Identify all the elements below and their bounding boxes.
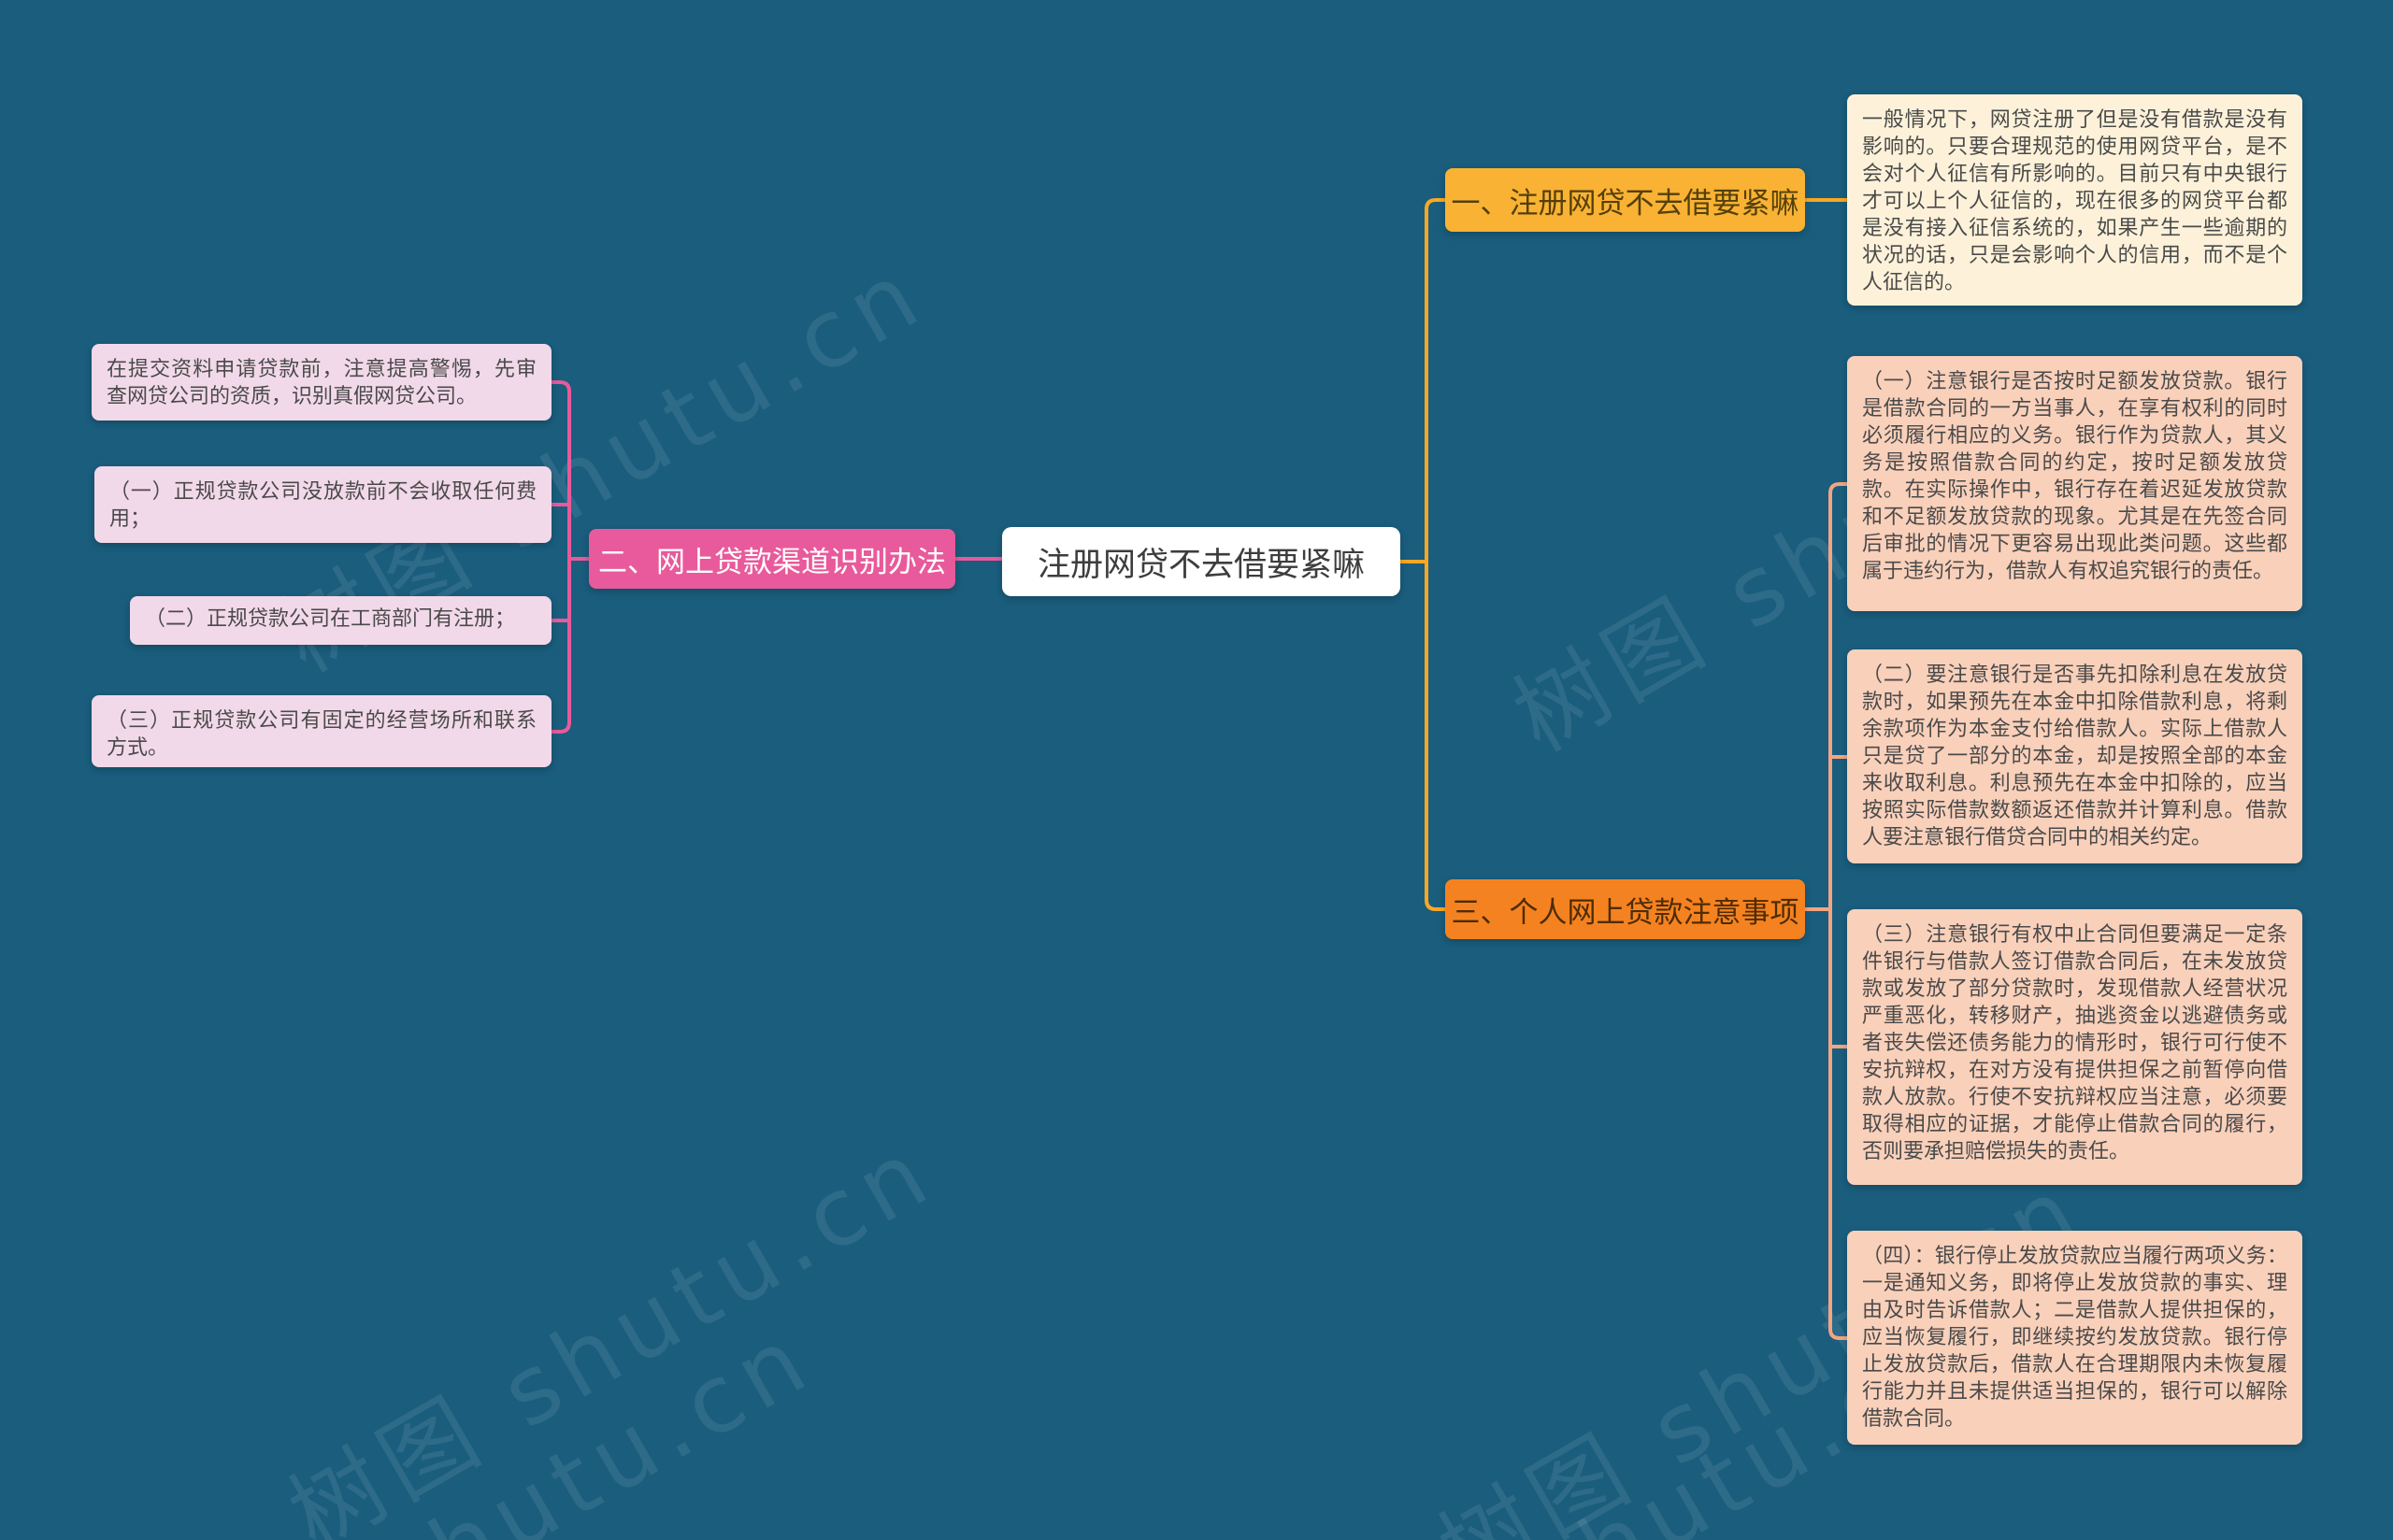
note-precaution-2: （二）要注意银行是否事先扣除利息在发放贷款时，如果预先在本金中扣除借款利息，将剩… xyxy=(1847,649,2302,863)
root-node: 注册网贷不去借要紧嘛 xyxy=(1002,527,1400,596)
connector-branch2-notes xyxy=(551,380,589,734)
note-channel-item-3: （三）正规贷款公司有固定的经营场所和联系方式。 xyxy=(92,695,552,767)
note-precaution-3: （三）注意银行有权中止合同但要满足一定条件银行与借款人签订借款合同后，在未发放贷… xyxy=(1847,909,2302,1185)
branch-node-loan-precautions: 三、个人网上贷款注意事项 xyxy=(1445,879,1805,939)
note-precaution-4: （四）：银行停止发放贷款应当履行两项义务：一是通知义务，即将停止发放贷款的事实、… xyxy=(1847,1231,2302,1445)
connector-branch3-notes xyxy=(1805,482,1847,1340)
note-channel-intro: 在提交资料申请贷款前，注意提高警惕，先审查网贷公司的资质，识别真假网贷公司。 xyxy=(92,344,552,421)
note-channel-item-1: （一）正规贷款公司没放款前不会收取任何费用； xyxy=(94,466,552,543)
note-channel-item-2: （二）正规贷款公司在工商部门有注册； xyxy=(130,596,552,645)
note-precaution-1: （一）注意银行是否按时足额发放贷款。银行是借款合同的一方当事人，在享有权利的同时… xyxy=(1847,356,2302,611)
branch-node-register-impact: 一、注册网贷不去借要紧嘛 xyxy=(1445,168,1805,232)
connector-root-right-trunk xyxy=(1400,198,1445,911)
branch-node-channel-identify: 二、网上贷款渠道识别办法 xyxy=(589,529,955,589)
note-register-impact-detail: 一般情况下，网贷注册了但是没有借款是没有影响的。只要合理规范的使用网贷平台，是不… xyxy=(1847,94,2302,306)
